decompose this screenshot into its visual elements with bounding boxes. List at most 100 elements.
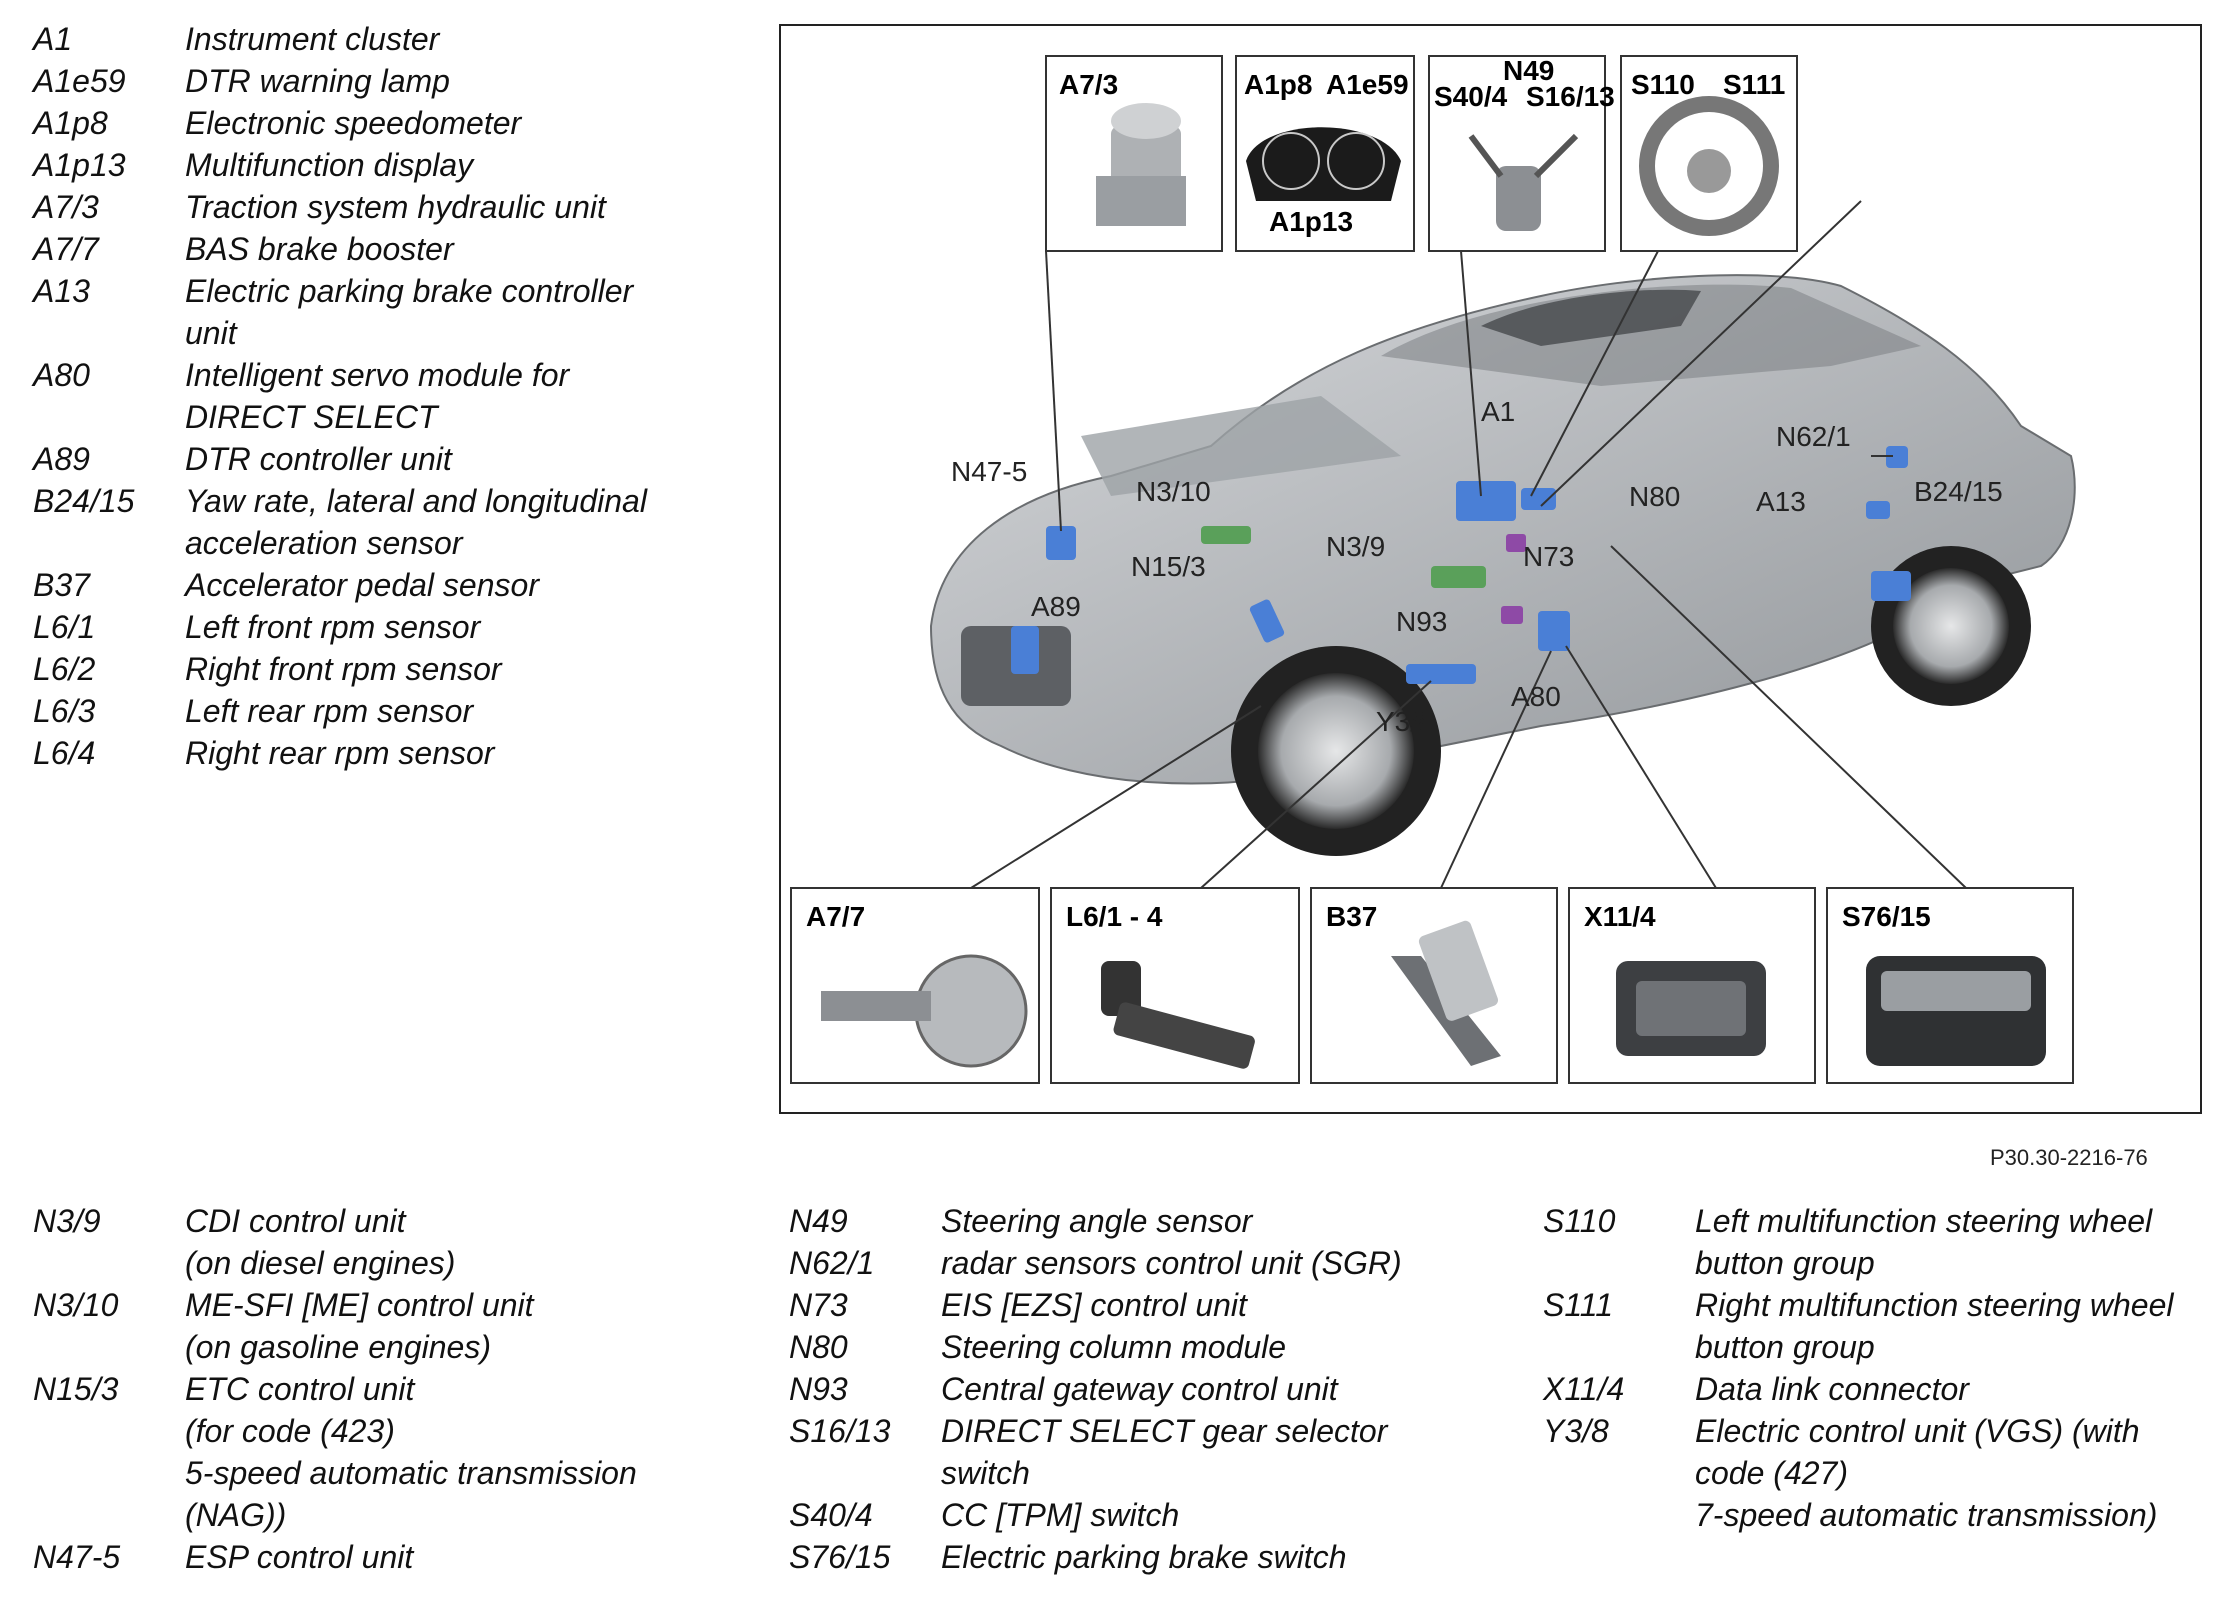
legend-code: N3/10 [33, 1287, 119, 1323]
legend-code: A7/3 [33, 189, 99, 225]
label-b2415: B24/15 [1914, 476, 2003, 507]
legend-entry: N3/9 CDI control unit (on diesel engines) [33, 1200, 733, 1284]
legend-description: DTR controller unit [185, 441, 452, 477]
label-a1: A1 [1481, 396, 1515, 427]
a80-component [1538, 611, 1570, 651]
figure-reference: P30.30-2216-76 [1990, 1145, 2148, 1170]
legend-entry: A7/7 BAS brake booster [33, 228, 713, 270]
inset-label-s404: S40/4 [1434, 81, 1508, 112]
label-n73: N73 [1523, 541, 1574, 572]
legend-description: ME-SFI [ME] control unit (on gasoline en… [185, 1287, 534, 1365]
legend-code: N3/9 [33, 1203, 101, 1239]
legend-code: N93 [789, 1371, 848, 1407]
legend-code: X11/4 [1543, 1371, 1625, 1407]
legend-description: DIRECT SELECT gear selector switch [941, 1413, 1388, 1491]
inset-label: A7/3 [1059, 69, 1118, 100]
legend-code: S16/13 [789, 1413, 891, 1449]
legend-code: A80 [33, 357, 90, 393]
legend-entry: X11/4 Data link connector [1543, 1368, 2213, 1410]
inset-label-s1613: S16/13 [1526, 81, 1615, 112]
inset-label: X11/4 [1584, 901, 1656, 932]
legend-code: N49 [789, 1203, 848, 1239]
legend-code: A13 [33, 273, 90, 309]
n153-component [1249, 599, 1285, 643]
front-wheel [1231, 646, 1441, 856]
label-a13: A13 [1756, 486, 1806, 517]
legend-description: EIS [EZS] control unit [941, 1287, 1247, 1323]
legend-code: S111 [1543, 1287, 1613, 1323]
legend-description: Right rear rpm sensor [185, 735, 495, 771]
legend-description: CC [TPM] switch [941, 1497, 1180, 1533]
legend-description: Electric parking brake switch [941, 1539, 1347, 1575]
legend-description: Multifunction display [185, 147, 474, 183]
legend-description: Left multifunction steering wheel button… [1695, 1203, 2153, 1281]
legend-code: A7/7 [33, 231, 99, 267]
legend-code: B37 [33, 567, 90, 603]
inset-label-n49: N49 [1503, 55, 1554, 86]
legend-description: BAS brake booster [185, 231, 454, 267]
label-n39: N3/9 [1326, 531, 1385, 562]
label-n93: N93 [1396, 606, 1447, 637]
n621-component [1886, 446, 1908, 468]
label-n153: N15/3 [1131, 551, 1206, 582]
car-callouts: A1 N47-5 N3/10 N15/3 N3/9 A89 N73 N80 N9… [951, 396, 2003, 737]
legend-code: B24/15 [33, 483, 135, 519]
legend-code: L6/2 [33, 651, 96, 687]
legend-entry: S76/15 Electric parking brake switch [789, 1536, 1509, 1578]
label-n47: N47-5 [951, 456, 1027, 487]
legend-description: Data link connector [1695, 1371, 1969, 1407]
legend-entry: A13 Electric parking brake controller uni… [33, 270, 713, 354]
legend-description: Central gateway control unit [941, 1371, 1338, 1407]
vehicle-component-diagram: A7/3 A1p8 A1e59 A1p13 N49 S40/4 S16/13 S… [779, 24, 2202, 1114]
legend-code: A89 [33, 441, 90, 477]
legend-code: A1p8 [33, 105, 108, 141]
legend-description: Accelerator pedal sensor [185, 567, 539, 603]
legend-description: Right multifunction steering wheel butto… [1695, 1287, 2174, 1365]
legend-description: Electric parking brake controller unit [185, 273, 634, 351]
legend-entry: A1e59 DTR warning lamp [33, 60, 713, 102]
legend-description: ETC control unit (for code (423) 5-speed… [185, 1371, 637, 1533]
legend-code: L6/4 [33, 735, 96, 771]
legend-code: S76/15 [789, 1539, 891, 1575]
legend-description: CDI control unit (on diesel engines) [185, 1203, 456, 1281]
b2415-component [1866, 501, 1890, 519]
legend-description: DTR warning lamp [185, 63, 450, 99]
legend-code: N80 [789, 1329, 848, 1365]
a13-component [1871, 571, 1911, 601]
legend-description: Instrument cluster [185, 21, 440, 57]
n310-component [1201, 526, 1251, 544]
legend-entry: S16/13 DIRECT SELECT gear selector switch [789, 1410, 1509, 1494]
inset-steering-switches: N49 S40/4 S16/13 [1428, 55, 1615, 252]
legend-description: Steering column module [941, 1329, 1287, 1365]
legend-entry: N93 Central gateway control unit [789, 1368, 1509, 1410]
inset-label: A7/7 [806, 901, 865, 932]
inset-label-s110: S110 [1631, 69, 1695, 100]
legend-code: A1e59 [33, 63, 126, 99]
inset-label-s111: S111 [1723, 69, 1785, 100]
legend-description: Traction system hydraulic unit [185, 189, 606, 225]
n80-component [1521, 488, 1556, 510]
legend-code: L6/3 [33, 693, 96, 729]
legend-code: Y3/8 [1543, 1413, 1609, 1449]
rear-wheel [1871, 546, 2031, 706]
label-a80: A80 [1511, 681, 1561, 712]
car-illustration [929, 274, 2076, 856]
legend-code: A1 [33, 21, 73, 57]
label-n310: N3/10 [1136, 476, 1211, 507]
n93-component [1501, 606, 1523, 624]
inset-label-a1p8: A1p8 [1244, 69, 1312, 100]
a1-component [1456, 481, 1516, 521]
